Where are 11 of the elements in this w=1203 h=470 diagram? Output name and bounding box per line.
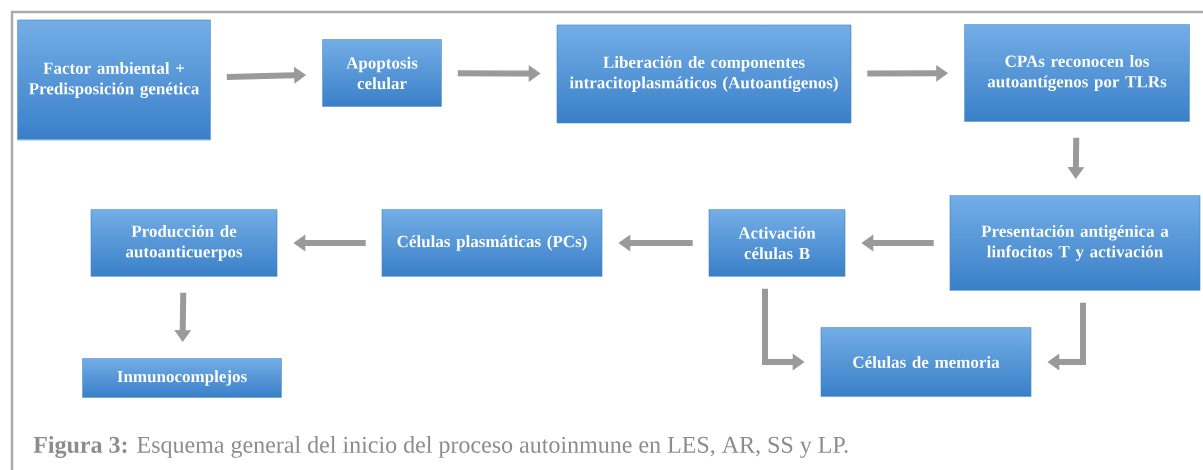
process-box: Apoptosis celular [322, 39, 442, 107]
process-box: Inmunocomplejos [82, 358, 282, 398]
process-box: CPAs reconocen los autoantígenos por TLRs [964, 24, 1190, 122]
caption: Figura 3: Esquema general del inicio del proceso autoinmune en LES, AR, SS y LP. [33, 436, 848, 458]
process-box: Activación células B [708, 209, 846, 277]
process-box: Presentación antigénica a linfocitos T y activación [949, 195, 1201, 291]
process-box: Células plasmáticas (PCs) [381, 209, 603, 277]
process-box: Factor ambiental + Predisposición genética [17, 19, 211, 141]
process-box: Liberación de componentes intracitoplasmáticos (Autoantígenos) [556, 24, 852, 124]
process-box: Células de memoria [820, 327, 1032, 397]
process-box: Producción de autoanticuerpos [90, 209, 278, 277]
